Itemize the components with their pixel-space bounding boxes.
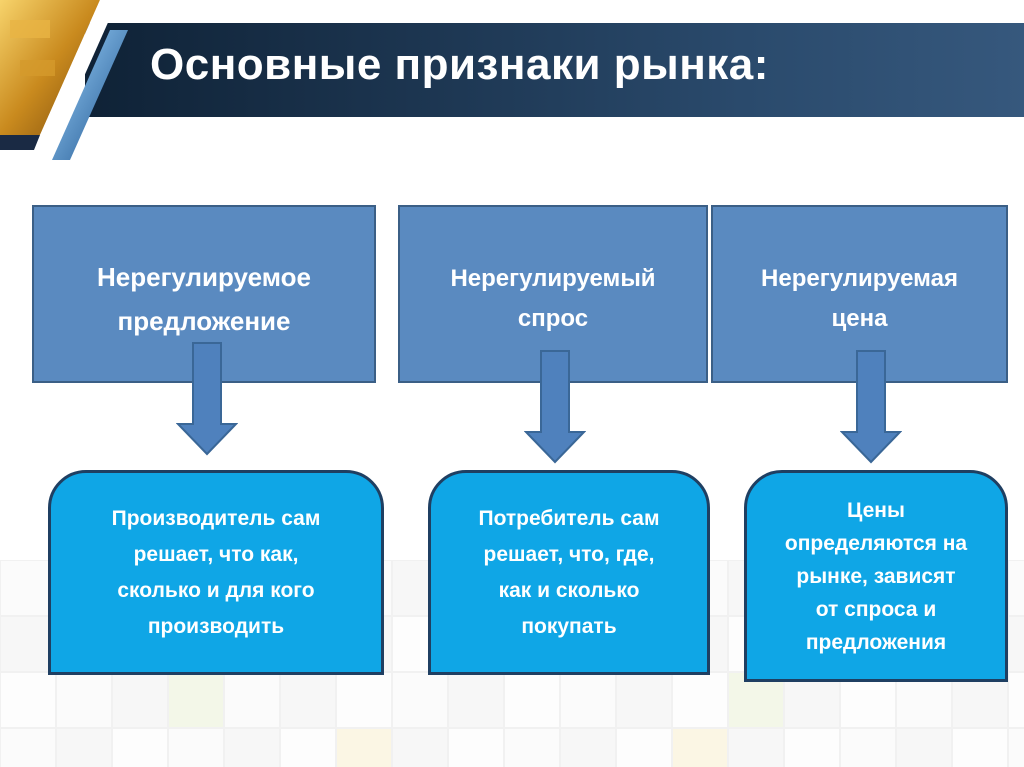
background-tile: [672, 672, 728, 728]
page-title: Основные признаки рынка:: [150, 40, 769, 89]
background-tile: [112, 728, 168, 767]
background-tile: [1008, 560, 1024, 616]
top-box-demand-line-2: спрос: [517, 305, 589, 332]
down-arrow-icon: [176, 342, 238, 456]
background-tile: [1008, 672, 1024, 728]
background-tile: [448, 672, 504, 728]
background-tile: [560, 672, 616, 728]
top-box-price-line-2: цена: [831, 305, 888, 332]
background-tile: [952, 728, 1008, 767]
bottom-box-price-line-4: от спроса и: [815, 597, 937, 621]
bottom-box-consumer: Потребитель сам решает, что, где, как и …: [428, 470, 710, 675]
background-tile: [0, 728, 56, 767]
background-tile: [336, 672, 392, 728]
bottom-box-price: Цены определяются на рынке, зависят от с…: [744, 470, 1008, 682]
background-tile: [616, 672, 672, 728]
background-tile: [504, 728, 560, 767]
background-tile: [448, 728, 504, 767]
background-tile: [56, 728, 112, 767]
bottom-box-producer-line-3: сколько и для кого: [117, 578, 315, 602]
bottom-box-price-line-1: Цены: [847, 498, 905, 522]
background-tile: [1008, 616, 1024, 672]
bottom-box-producer: Производитель сам решает, что как, сколь…: [48, 470, 384, 675]
down-arrow-icon: [840, 350, 902, 464]
background-tile: [280, 728, 336, 767]
bottom-box-producer-line-2: решает, что как,: [133, 542, 299, 566]
bottom-box-consumer-line-3: как и сколько: [498, 578, 640, 602]
background-tile: [616, 728, 672, 767]
background-tile: [728, 728, 784, 767]
down-arrow-icon: [524, 350, 586, 464]
bottom-box-price-line-2: определяются на: [784, 531, 968, 555]
background-tile: [840, 728, 896, 767]
background-tile: [56, 672, 112, 728]
background-tile: [0, 672, 56, 728]
background-tile: [224, 728, 280, 767]
gold-logo-icon: [0, 0, 128, 160]
background-tile: [224, 672, 280, 728]
background-tile: [112, 672, 168, 728]
background-tile: [560, 728, 616, 767]
background-tile: [336, 728, 392, 767]
bottom-box-consumer-line-4: покупать: [521, 614, 617, 638]
background-tile: [392, 672, 448, 728]
top-box-price-line-1: Нерегулируемая: [761, 265, 958, 292]
background-tile: [672, 728, 728, 767]
bottom-box-price-line-3: рынке, зависят: [796, 564, 956, 588]
bottom-box-consumer-line-1: Потребитель сам: [478, 506, 660, 530]
background-tile: [168, 728, 224, 767]
background-tile: [0, 560, 56, 616]
background-tile: [896, 728, 952, 767]
bottom-box-producer-line-1: Производитель сам: [111, 506, 321, 530]
bottom-box-consumer-line-2: решает, что, где,: [483, 542, 655, 566]
background-tile: [280, 672, 336, 728]
title-bar: [85, 23, 1024, 117]
top-box-demand: Нерегулируемый спрос: [398, 205, 708, 383]
top-box-supply-line-1: Нерегулируемое: [96, 262, 312, 292]
top-box-demand-line-1: Нерегулируемый: [450, 265, 656, 292]
background-tile: [392, 728, 448, 767]
bottom-box-price-line-5: предложения: [805, 630, 947, 654]
background-tile: [784, 728, 840, 767]
bottom-box-producer-line-4: производить: [147, 614, 285, 638]
background-tile: [1008, 728, 1024, 767]
background-tile: [504, 672, 560, 728]
background-tile: [168, 672, 224, 728]
top-box-supply-line-2: предложение: [117, 306, 291, 336]
